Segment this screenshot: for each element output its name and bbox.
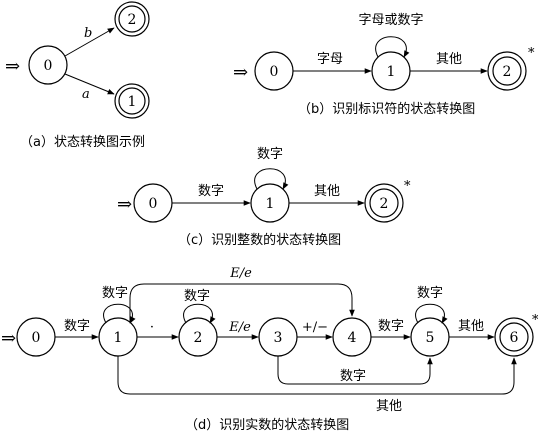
edge-label-e-1-4: E/e — [229, 266, 252, 281]
state-label: 2 — [128, 12, 137, 28]
state-b-1: 1 — [371, 51, 411, 91]
state-c-2: 2 — [364, 183, 404, 223]
edge-label-digit-4-5: 数字 — [378, 319, 404, 334]
diagram-d: ⇒ 0 1 2 3 4 5 6 * — [1, 266, 538, 433]
accept-mark-b: * — [528, 46, 535, 61]
state-c-1: 1 — [250, 183, 290, 223]
state-label: 2 — [194, 330, 203, 346]
edge-label-letter: 字母 — [317, 52, 343, 67]
edge-label-other-5-6: 其他 — [458, 319, 484, 334]
caption-c: （c）识别整数的状态转换图 — [178, 232, 341, 248]
state-a-0: 0 — [28, 45, 68, 85]
edge-label-digit-3-5: 数字 — [340, 369, 366, 384]
start-arrow-b: ⇒ — [233, 62, 248, 83]
state-d-3: 3 — [258, 317, 298, 357]
state-b-2: 2 — [487, 51, 527, 91]
state-label: 4 — [348, 330, 357, 346]
self-loop-b-1 — [375, 36, 410, 58]
state-label: 0 — [44, 58, 53, 74]
accept-mark-c: * — [404, 179, 411, 194]
edge-label-digit-loop-5: 数字 — [417, 286, 443, 301]
state-label: 0 — [270, 64, 279, 80]
state-a-2: 2 — [114, 1, 150, 37]
edge-d-3-5 — [277, 356, 433, 385]
edge-d-1-6 — [117, 356, 517, 395]
edge-d-1-4 — [129, 283, 355, 322]
edge-label-digit-loop-2: 数字 — [184, 289, 210, 304]
state-d-1: 1 — [98, 317, 138, 357]
self-loop-d-1 — [103, 303, 136, 324]
start-arrow-d: ⇒ — [1, 328, 16, 349]
state-d-0: 0 — [16, 317, 56, 357]
self-loop-c-1 — [254, 168, 289, 190]
edge-label-digit-loop-1: 数字 — [102, 286, 128, 301]
state-d-2: 2 — [178, 317, 218, 357]
edge-label-other: 其他 — [314, 184, 340, 199]
state-label: 0 — [32, 330, 41, 346]
state-a-1: 1 — [114, 83, 150, 119]
edge-a-0-1 — [64, 73, 115, 95]
edge-label-other: 其他 — [436, 52, 462, 67]
state-d-5: 5 — [410, 317, 450, 357]
self-loop-d-2 — [183, 303, 216, 324]
state-label: 1 — [387, 64, 396, 80]
state-label: 3 — [274, 330, 283, 346]
state-label: 2 — [503, 64, 512, 80]
edge-label-digit: 数字 — [198, 184, 224, 199]
accept-mark-d: * — [532, 313, 538, 328]
state-label: 6 — [510, 330, 519, 346]
edge-label-letter-or-digit: 字母或数字 — [358, 13, 423, 28]
self-loop-d-5 — [415, 303, 448, 324]
caption-a: （a）状态转换图示例 — [20, 135, 145, 150]
state-label: 1 — [128, 94, 137, 110]
edge-label-e-2-3: E/e — [228, 320, 251, 335]
state-label: 1 — [114, 330, 123, 346]
edge-a-0-2 — [64, 27, 115, 57]
diagram-c: ⇒ 0 1 2 * 数字 数字 其他 （c）识别整数的状态转换图 — [117, 147, 411, 248]
diagram-a: ⇒ 0 2 1 b a （a）状态转换图示例 — [5, 1, 150, 150]
state-label: 5 — [426, 330, 435, 346]
state-d-6: 6 — [494, 317, 534, 357]
state-label: 2 — [380, 196, 389, 212]
state-label: 0 — [149, 196, 158, 212]
edge-label-digit-0-1: 数字 — [64, 319, 90, 334]
start-arrow-c: ⇒ — [117, 194, 132, 215]
state-b-0: 0 — [254, 51, 294, 91]
edge-label-a: a — [82, 87, 90, 102]
state-d-4: 4 — [332, 317, 372, 357]
start-arrow-a: ⇒ — [5, 56, 20, 77]
caption-d: （d）识别实数的状态转换图 — [185, 417, 349, 433]
edge-label-b: b — [84, 26, 92, 41]
edge-label-dot: · — [150, 320, 154, 335]
caption-b: （b）识别标识符的状态转换图 — [298, 101, 475, 117]
state-label: 1 — [266, 196, 275, 212]
edge-label-other-1-6: 其他 — [376, 399, 402, 414]
edge-label-sign: +/− — [302, 320, 328, 335]
edge-label-digit-loop: 数字 — [257, 147, 283, 162]
diagram-b: ⇒ 0 1 2 * 字母 字母或数字 其他 （b）识别标识符的状态转换图 — [233, 13, 535, 117]
state-c-0: 0 — [133, 183, 173, 223]
